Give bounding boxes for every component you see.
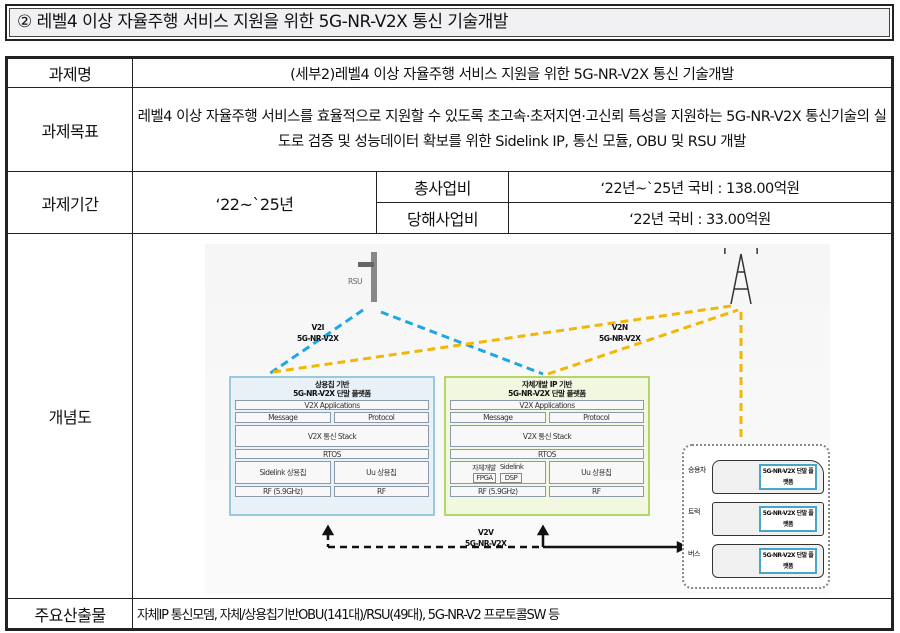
year-budget-value: ‘22년 국비 : 33.00억원 [508, 202, 893, 234]
dsp-block: DSP [499, 472, 523, 483]
rf-layer: RF [333, 486, 429, 497]
truck-platform-tag: 5G-NR-V2X 단말 플랫폼 [759, 506, 817, 532]
vehicles-group: 승용차 5G-NR-V2X 단말 플랫폼 트럭 5G-NR-V2X 단말 플랫폼… [682, 444, 830, 589]
tower-icon [723, 247, 759, 305]
message-layer: Message [235, 412, 331, 423]
sidelink-chip: Sidelink 상용칩 [235, 461, 331, 484]
rtos-layer: RTOS [235, 449, 429, 459]
project-table: 과제명 (세부2)레벨4 이상 자율주행 서비스 지원을 위한 5G-NR-V2… [5, 56, 894, 631]
period-value: ‘22~`25년 [132, 171, 377, 234]
message-layer: Message [450, 412, 546, 423]
v2v-text: V2V [478, 528, 494, 537]
uu-chip: Uu 상용칩 [548, 461, 644, 484]
v2n-text: V2N [611, 323, 628, 332]
bus-icon: 5G-NR-V2X 단말 플랫폼 [712, 544, 824, 578]
car-label: 승용차 [688, 466, 706, 474]
output-label: 주요산출물 [6, 598, 133, 630]
uu-chip: Uu 상용칩 [333, 461, 429, 484]
v2v-nr-text: 5G-NR-V2X [465, 539, 507, 548]
bus-label: 버스 [688, 550, 700, 558]
v2i-link-left [268, 308, 364, 376]
rsu-antenna-icon [358, 262, 374, 267]
car-icon: 5G-NR-V2X 단말 플랫폼 [712, 460, 824, 494]
apps-layer: V2X Applications [235, 400, 429, 410]
rsu-label: RSU [348, 277, 362, 286]
rf-layer: RF [548, 486, 644, 497]
v2n-nr-text: 5G-NR-V2X [599, 334, 641, 343]
platform-title-2: 5G-NR-V2X 단말 플랫폼 [293, 389, 371, 398]
platform-title-2: 5G-NR-V2X 단말 플랫폼 [508, 389, 586, 398]
rf59-layer: RF (5.9GHz) [450, 486, 546, 497]
goal-label: 과제목표 [6, 87, 133, 172]
year-budget-label: 당해사업비 [376, 202, 509, 234]
v2n-link-right [547, 308, 739, 376]
truck-icon: 5G-NR-V2X 단말 플랫폼 [712, 502, 824, 536]
v2i-link-right [380, 310, 544, 376]
goal-value: 레벨4 이상 자율주행 서비스를 효율적으로 지원할 수 있도록 초고속·초저지… [132, 87, 893, 172]
own-dev-text: 자체개발 [472, 463, 496, 472]
apps-layer: V2X Applications [450, 400, 644, 410]
fpga-block: FPGA [473, 472, 496, 483]
concept-label: 개념도 [6, 233, 133, 599]
protocol-layer: Protocol [333, 412, 429, 423]
section-title: ② 레벨4 이상 자율주행 서비스 지원을 위한 5G-NR-V2X 통신 기술… [5, 4, 894, 41]
v2i-nr-text: 5G-NR-V2X [297, 334, 339, 343]
v2i-text: V2I [311, 323, 325, 332]
rsu-pole-icon [371, 252, 377, 302]
v2v-label: V2V 5G-NR-V2X [465, 527, 507, 549]
output-value: 자체IP 통신모뎀, 자체/상용칩기반OBU(141대)/RSU(49대), 5… [132, 598, 893, 630]
concept-diagram: RSU V2I 5G-NR-V2X V2N 5G-NR-V2X V2V 5G-NR-V… [132, 233, 893, 599]
car-platform-tag: 5G-NR-V2X 단말 플랫폼 [759, 464, 817, 490]
name-label: 과제명 [6, 57, 133, 88]
v2i-label: V2I 5G-NR-V2X [297, 322, 339, 344]
truck-label: 트럭 [688, 508, 700, 516]
bus-platform-tag: 5G-NR-V2X 단말 플랫폼 [759, 548, 817, 574]
protocol-layer: Protocol [548, 412, 644, 423]
name-value: (세부2)레벨4 이상 자율주행 서비스 지원을 위한 5G-NR-V2X 통신… [132, 57, 893, 88]
rf59-layer: RF (5.9GHz) [235, 486, 331, 497]
total-budget-value: ‘22년~`25년 국비 : 138.00억원 [508, 171, 893, 203]
stack-layer: V2X 통신 Stack [450, 425, 644, 447]
total-budget-label: 총사업비 [376, 171, 509, 203]
sidelink-text: Sidelink [499, 462, 524, 471]
platform-title-1: 상용칩 기반 [314, 380, 350, 389]
period-label: 과제기간 [6, 171, 133, 234]
platform-title-1: 자체개발 IP 기반 [522, 380, 572, 389]
v2n-link-left [272, 304, 732, 374]
rtos-layer: RTOS [450, 449, 644, 459]
v2n-label: V2N 5G-NR-V2X [599, 322, 641, 344]
stack-layer: V2X 통신 Stack [235, 425, 429, 447]
